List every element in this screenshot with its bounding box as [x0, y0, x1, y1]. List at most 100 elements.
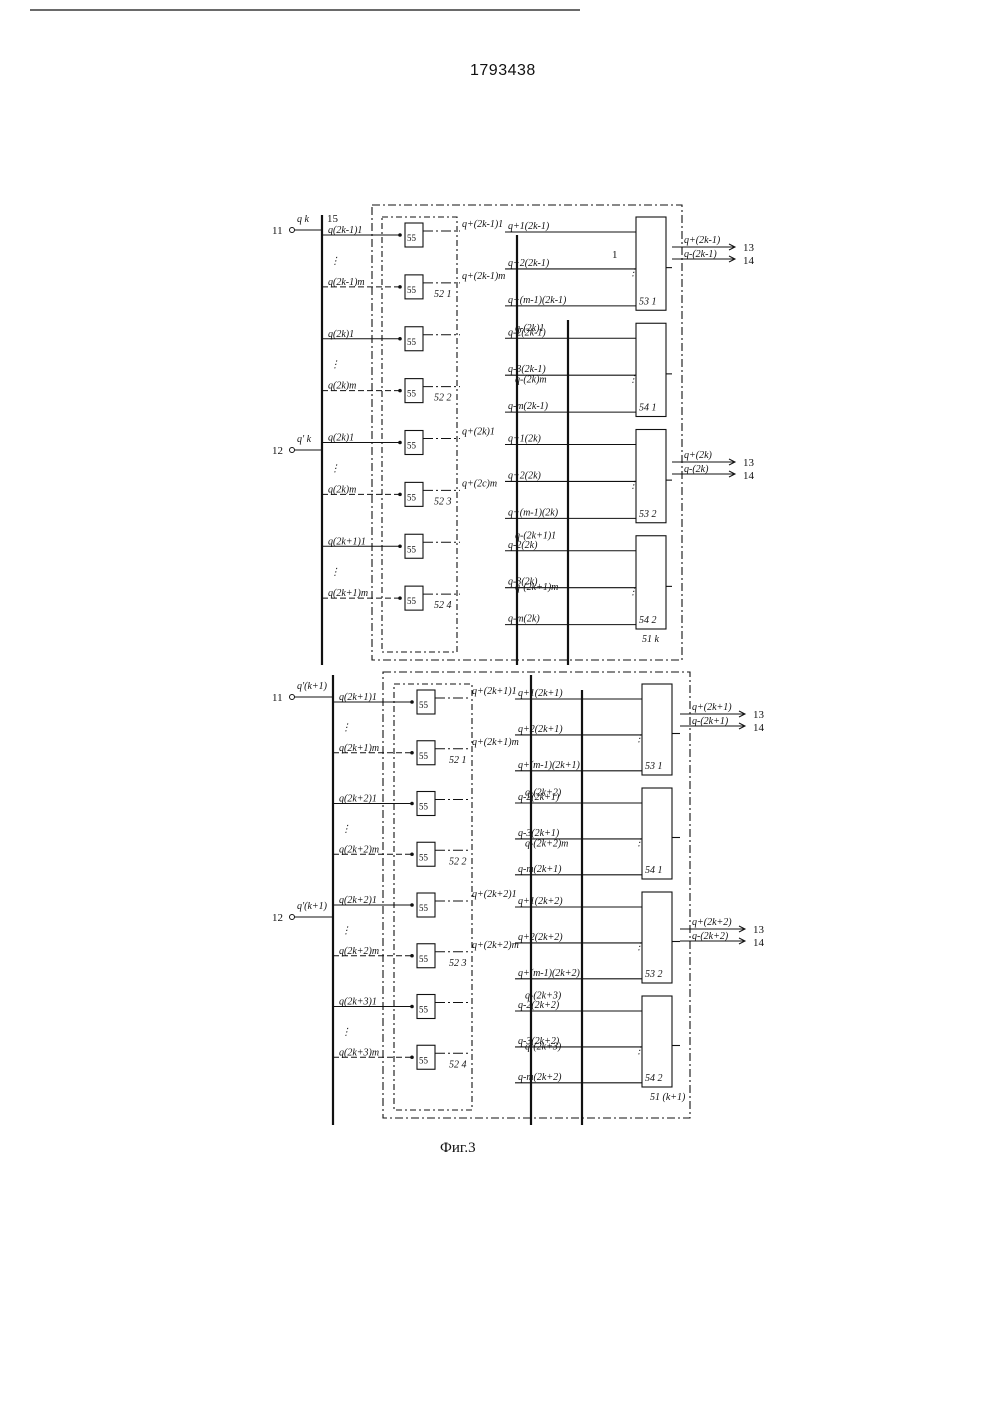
second_module-element-55-label: 55 — [419, 852, 429, 862]
second_module-row-junction — [410, 802, 414, 806]
second_module-adder-input-label: q-m(2k+2) — [518, 1072, 562, 1083]
first_module-row-junction — [398, 596, 402, 600]
first_module-input-terminal — [290, 228, 295, 233]
second_module-element-55-label: 55 — [419, 1055, 429, 1065]
first_module-adder-label: 54 1 — [639, 403, 657, 414]
first_module-row-dots: ⋮ — [330, 463, 340, 474]
first_module-adder-input-label: q-m(2k) — [508, 614, 540, 625]
second_module-row-dots: ⋮ — [341, 722, 351, 733]
second_module-adder-input-label: q+1(2k+1) — [518, 688, 563, 699]
second_module-input-signal-label: q'(k+1) — [297, 901, 328, 912]
first_module-row-dots: ⋮ — [330, 256, 340, 267]
first_module-tri-group-outline — [382, 217, 457, 652]
first_module-row-junction — [398, 544, 402, 548]
second_module-element-55-label: 55 — [419, 954, 429, 964]
second_module-row-label: q(2k+2)m — [339, 844, 379, 855]
second_module-mid-signal-label: q+(2k+1)m — [472, 737, 519, 748]
second_module-input-terminal — [290, 695, 295, 700]
second_module-tri-group-outline — [394, 684, 472, 1110]
second_module-output-minus-label: q-(2k+2) — [692, 931, 729, 942]
second_module-adder-dots: ⋮ — [634, 1046, 644, 1057]
second_module-input-signal-label: q'(k+1) — [297, 681, 328, 692]
first_module-output-minus-label: q-(2k-1) — [684, 249, 717, 260]
second_module-row-label: q(2k+3)1 — [339, 997, 377, 1008]
second_module-row-label: q(2k+1)m — [339, 743, 379, 754]
first_module-row-junction — [398, 493, 402, 497]
first_module-element-55-label: 55 — [407, 492, 417, 502]
second_module-adder-input-label: q+2(2k+1) — [518, 724, 563, 735]
first_module-adder-input-label: q-2(2k-1) — [508, 327, 546, 338]
second_module-output-plus-label: q+(2k+1) — [692, 702, 732, 713]
first_module-tri-label: 52 2 — [434, 393, 452, 404]
first_module-input-signal-label: q' k — [297, 434, 312, 445]
second_module-adder-label: 53 2 — [645, 969, 663, 980]
first_module-element-55-label: 55 — [407, 544, 417, 554]
second_module-input-terminal — [290, 915, 295, 920]
second_module-adder-input-label: q+1(2k+2) — [518, 896, 563, 907]
first_module-row-label: q(2k+1)m — [328, 588, 368, 599]
first_module-mid-signal-label: q+(2k)1 — [462, 427, 495, 438]
first_module-adder-label: 54 2 — [639, 615, 657, 626]
second_module-element-55-label: 55 — [419, 751, 429, 761]
bus-label: 15 — [327, 213, 339, 225]
first_module-tri-label: 52 3 — [434, 496, 452, 507]
second_module-adder-label: 54 2 — [645, 1073, 663, 1084]
second_module-row-label: q(2k+1)1 — [339, 692, 377, 703]
first_module-input-terminal — [290, 448, 295, 453]
first_module-row-label: q(2k-1)m — [328, 277, 365, 288]
figure-caption: Фиг.3 — [440, 1140, 476, 1157]
second_module-row-junction — [410, 903, 414, 907]
second_module-row-junction — [410, 1055, 414, 1059]
second_module-adder-input-label: q-2(2k+2) — [518, 1000, 560, 1011]
second_module-row-junction — [410, 700, 414, 704]
first_module-row-label: q(2k)1 — [328, 329, 354, 340]
first_module-row-junction — [398, 441, 402, 445]
first_module-block-label: 51 k — [642, 634, 660, 645]
second_module-adder-input-label: q-m(2k+1) — [518, 864, 562, 875]
second_module-output-pin-14: 14 — [753, 937, 765, 949]
second_module-tri-label: 52 2 — [449, 856, 467, 867]
first_module-adder-dots: ⋮ — [628, 268, 638, 279]
second_module-input-pin-label: 11 — [272, 692, 283, 704]
second_module-mid-signal-label: q-(2k+2)m — [525, 838, 568, 849]
second_module-row-label: q(2k+3)m — [339, 1047, 379, 1058]
first_module-adder-label: 53 1 — [639, 296, 657, 307]
first_module-row-junction — [398, 389, 402, 393]
first_module-adder-input-label: q+2(2k) — [508, 470, 542, 481]
second_module-element-55-label: 55 — [419, 903, 429, 913]
second_module-output-pin-13: 13 — [753, 924, 765, 936]
first_module-adder-input-label: q-3(2k) — [508, 577, 538, 588]
first_module-output-pin-13: 13 — [743, 242, 755, 254]
second_module-tri-label: 52 3 — [449, 958, 467, 969]
first_module-tri-label: 52 4 — [434, 600, 452, 611]
first_module-element-55-label: 55 — [407, 285, 417, 295]
first_module-mid-signal-label: q-(2k)m — [515, 375, 547, 386]
second_module-row-dots: ⋮ — [341, 925, 351, 936]
second_module-mid-signal-label: q+(2k+2)1 — [472, 889, 517, 900]
first_module-tri-label: 52 1 — [434, 289, 452, 300]
second_module-tri-label: 52 1 — [449, 755, 467, 766]
second_module-output-pin-13: 13 — [753, 709, 765, 721]
second_module-output-minus-label: q-(2k+1) — [692, 716, 729, 727]
first_module-mid-signal-label: q+(2c)m — [462, 478, 497, 489]
second_module-adder-input-label: q+(m-1)(2k+1) — [518, 760, 580, 771]
second_module-row-dots: ⋮ — [341, 824, 351, 835]
adder-top-mark: 1 — [612, 249, 618, 261]
second_module-element-55-label: 55 — [419, 1005, 429, 1015]
second_module-block-label: 51 (k+1) — [650, 1092, 686, 1103]
first_module-output-pin-14: 14 — [743, 255, 755, 267]
first_module-adder-input-label: q-2(2k) — [508, 540, 538, 551]
second_module-output-plus-label: q+(2k+2) — [692, 917, 732, 928]
second_module-row-label: q(2k+2)1 — [339, 794, 377, 805]
second_module-mid-signal-label: q+(2k+1)1 — [472, 686, 517, 697]
first_module-adder-dots: ⋮ — [628, 374, 638, 385]
first_module-element-55-label: 55 — [407, 596, 417, 606]
first_module-adder-input-label: q-m(2k-1) — [508, 401, 549, 412]
first_module-adder-input-label: q+(m-1)(2k-1) — [508, 295, 567, 306]
second_module-adder-label: 54 1 — [645, 865, 663, 876]
first_module-element-55-label: 55 — [407, 337, 417, 347]
first_module-mid-signal-label: q+(2k-1)1 — [462, 219, 503, 230]
first_module-adder-label: 53 2 — [639, 509, 657, 520]
second_module-input-pin-label: 12 — [272, 912, 283, 924]
